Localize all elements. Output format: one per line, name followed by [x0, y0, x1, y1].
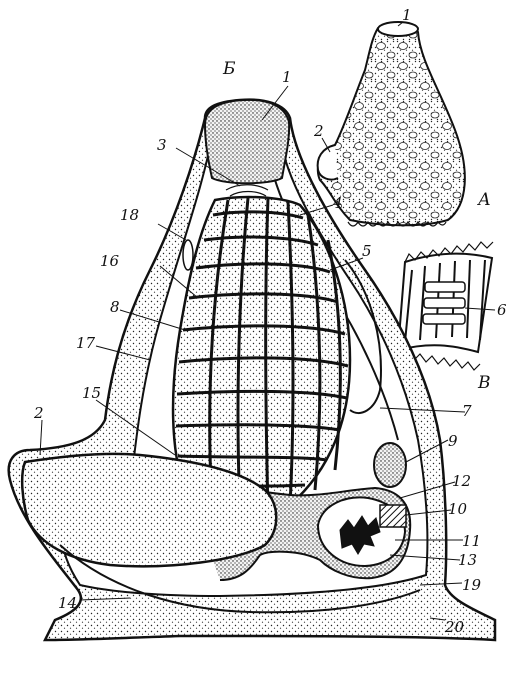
label-13: 13	[458, 551, 477, 569]
label-1: 1	[282, 68, 292, 86]
label-6: 6	[497, 301, 507, 319]
external-side-siphon	[318, 145, 338, 180]
label-15: 15	[82, 384, 101, 402]
label-12: 12	[452, 472, 471, 490]
heart	[374, 443, 406, 487]
hatched-organ	[380, 505, 406, 527]
label-3: 3	[157, 136, 167, 154]
panel-label-a: А	[477, 190, 491, 210]
label-18: 18	[120, 206, 139, 224]
label-2: 2	[33, 404, 44, 422]
label-8: 8	[110, 298, 120, 316]
label-4: 4	[332, 194, 343, 212]
label-17: 17	[76, 334, 96, 352]
label-19: 19	[462, 576, 482, 594]
oral-siphon	[205, 100, 289, 183]
label-7: 7	[462, 402, 472, 420]
label-2-external: 2	[313, 122, 324, 140]
label-5: 5	[362, 242, 372, 260]
label-14: 14	[58, 594, 77, 612]
neural-gland	[183, 240, 193, 270]
label-1-external: 1	[402, 6, 412, 24]
label-16: 16	[100, 252, 120, 270]
external-siphon-top	[378, 22, 418, 36]
panel-label-c: В	[477, 373, 491, 393]
label-11: 11	[462, 532, 481, 550]
label-20: 20	[444, 618, 465, 636]
label-10: 10	[448, 500, 468, 518]
panel-label-b: Б	[222, 59, 236, 79]
label-9: 9	[448, 432, 458, 450]
section-rows	[423, 282, 465, 324]
